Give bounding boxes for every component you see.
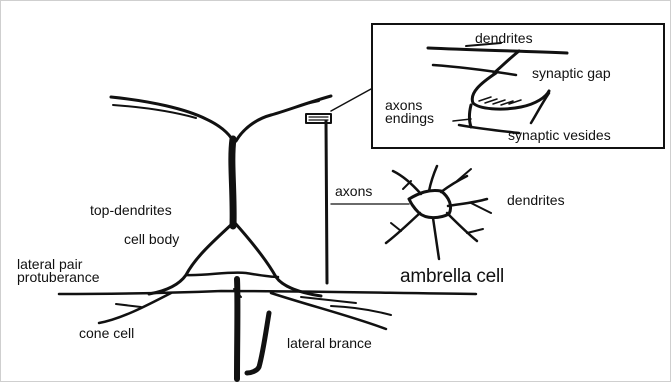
axons-label: axons xyxy=(335,183,372,199)
cone-lower-left-branch xyxy=(99,293,171,323)
umbrella-dendrites-label: dendrites xyxy=(507,192,565,208)
cone-cell-label: cone cell xyxy=(79,325,134,341)
top-dendrites-label: top-dendrites xyxy=(90,202,172,218)
umbrella-branch-10 xyxy=(391,223,401,231)
cone-top-dendrite-left xyxy=(111,97,233,141)
cell-body-label: cell body xyxy=(124,231,179,247)
ambrella-cell-label: ambrella cell xyxy=(400,266,504,288)
umbrella-branch-11 xyxy=(467,229,483,233)
cone-top-dendrite-right xyxy=(236,96,331,141)
lateral-brance-label: lateral brance xyxy=(287,335,372,351)
synaptic-gap-label: synaptic gap xyxy=(532,65,611,81)
synaptic-vesides-label: synaptic vesides xyxy=(508,127,611,143)
cone-body-right xyxy=(235,223,321,296)
cone-lower-left-twig xyxy=(116,304,141,307)
axons-endings-label: axons endings xyxy=(385,99,434,125)
umbrella-branch-3 xyxy=(441,176,467,192)
umbrella-branch-9 xyxy=(471,203,491,213)
inset-dendrites-label: dendrites xyxy=(475,30,533,46)
umbrella-branch-6 xyxy=(433,218,439,259)
umbrella-branch-8 xyxy=(457,169,471,181)
umbrella-branch-1 xyxy=(393,171,421,194)
umbrella-branch-12 xyxy=(403,181,411,189)
umbrella-core xyxy=(409,190,451,217)
cone-stem xyxy=(232,139,233,226)
umbrella-branch-5 xyxy=(447,213,477,241)
synapse-terminal-hatch xyxy=(309,117,328,120)
lateral-brance-hook xyxy=(247,313,269,373)
pointer-to-inset xyxy=(331,89,371,111)
umbrella-branch-4 xyxy=(448,199,487,206)
lateral-horizontal xyxy=(59,291,476,294)
umbrella-branch-2 xyxy=(429,166,437,191)
cone-lower-right-short xyxy=(301,297,356,303)
umbrella-branch-7 xyxy=(386,213,420,243)
connecting-axon xyxy=(326,121,327,283)
lateral-pair-protuberance-label: lateral pair protuberance xyxy=(17,258,100,284)
cone-body-lower xyxy=(186,273,278,277)
